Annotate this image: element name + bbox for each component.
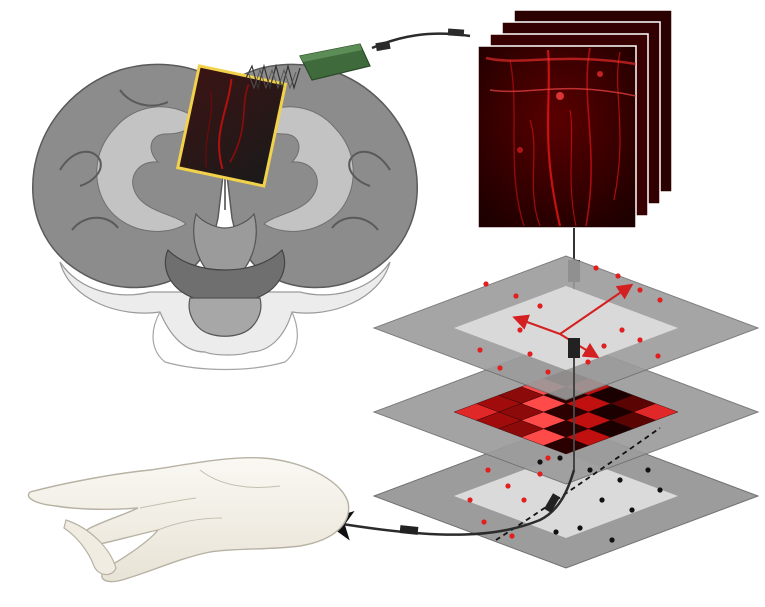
black-data-point <box>577 525 583 531</box>
black-data-point <box>657 487 663 493</box>
red-data-point <box>505 483 511 489</box>
red-data-point <box>637 287 643 293</box>
hand-finger-line-2 <box>157 517 223 531</box>
soma-1 <box>556 92 564 100</box>
black-data-point <box>599 497 605 503</box>
left-cortex-fold-1 <box>59 150 102 187</box>
red-data-point <box>513 293 519 299</box>
hand-knuckle-line <box>199 469 281 488</box>
cable-connector-3 <box>399 525 419 535</box>
red-data-point <box>619 327 625 333</box>
fiber-e <box>489 87 636 97</box>
stack-frame-front <box>477 45 637 229</box>
red-data-point <box>601 343 607 349</box>
right-cortex-fold-2 <box>331 216 379 231</box>
plane-connector-block <box>568 338 580 358</box>
imaging-window-fiber-1 <box>218 78 233 170</box>
red-data-point <box>593 265 599 271</box>
red-data-point <box>485 467 491 473</box>
coiled-cable <box>245 63 301 91</box>
calcium-imaging-stack-icon <box>477 9 673 229</box>
red-data-point <box>657 297 663 303</box>
heatmap-cell <box>543 436 589 455</box>
microscope-top <box>300 44 362 62</box>
fiber-b <box>585 47 592 227</box>
red-data-point <box>637 337 643 343</box>
red-data-point <box>655 353 661 359</box>
right-cortex-fold-1 <box>348 150 391 187</box>
hand-effector-icon <box>27 456 350 583</box>
red-data-point <box>481 519 487 525</box>
black-data-point <box>629 507 635 513</box>
red-data-point <box>517 327 523 333</box>
plane-top-inner <box>454 286 678 370</box>
left-cortex-fold-3 <box>119 89 169 107</box>
red-data-point <box>615 273 621 279</box>
red-data-point <box>545 369 551 375</box>
black-data-point <box>587 467 593 473</box>
red-data-point <box>585 359 591 365</box>
arrow-up-right <box>559 283 634 335</box>
left-white-matter <box>96 106 197 232</box>
fiber-c <box>509 59 525 227</box>
imaging-window-frame <box>175 64 288 188</box>
red-data-point <box>527 351 533 357</box>
fiber-g <box>529 119 541 227</box>
red-data-point <box>545 455 551 461</box>
stack-fibers <box>485 47 636 227</box>
brain-pons <box>188 297 262 337</box>
bottom-plane-dots <box>467 455 663 543</box>
decoding-plane-stack-icon <box>372 255 760 569</box>
arrow-left <box>512 314 561 335</box>
red-data-point <box>497 365 503 371</box>
cable-connector-4 <box>544 493 560 513</box>
plane-bottom-inner <box>454 454 678 538</box>
black-data-point <box>557 455 563 461</box>
imaging-window-icon <box>175 64 288 188</box>
cable-connector-1 <box>447 28 465 37</box>
right-white-matter <box>253 106 354 232</box>
black-data-point <box>609 537 615 543</box>
black-data-point <box>645 467 651 473</box>
hand-finger-line-1 <box>139 497 197 509</box>
fiber-h <box>569 109 577 227</box>
fiber-a <box>546 49 562 227</box>
red-data-point <box>509 533 515 539</box>
brain-ventral-structure <box>164 248 286 305</box>
red-data-point <box>537 471 543 477</box>
black-data-point <box>553 529 559 535</box>
red-data-point <box>537 303 543 309</box>
black-data-point <box>537 459 543 465</box>
top-plane-dots <box>477 265 663 375</box>
fiber-f <box>485 56 636 66</box>
red-data-point <box>521 497 527 503</box>
hand-thumb <box>63 519 117 576</box>
soma-3 <box>517 147 523 153</box>
red-data-point <box>477 347 483 353</box>
imaging-window-fiber-2 <box>229 84 250 163</box>
brain-stem-outline <box>152 311 298 371</box>
hand-palm <box>27 456 350 583</box>
fiber-d <box>613 51 621 201</box>
red-data-point <box>483 281 489 287</box>
coiled-cable-2 <box>247 68 297 90</box>
red-data-point <box>467 497 473 503</box>
soma-2 <box>597 71 603 77</box>
imaging-window-fiber-3 <box>205 90 213 168</box>
left-cortex-fold-2 <box>71 216 119 231</box>
black-data-point <box>617 477 623 483</box>
